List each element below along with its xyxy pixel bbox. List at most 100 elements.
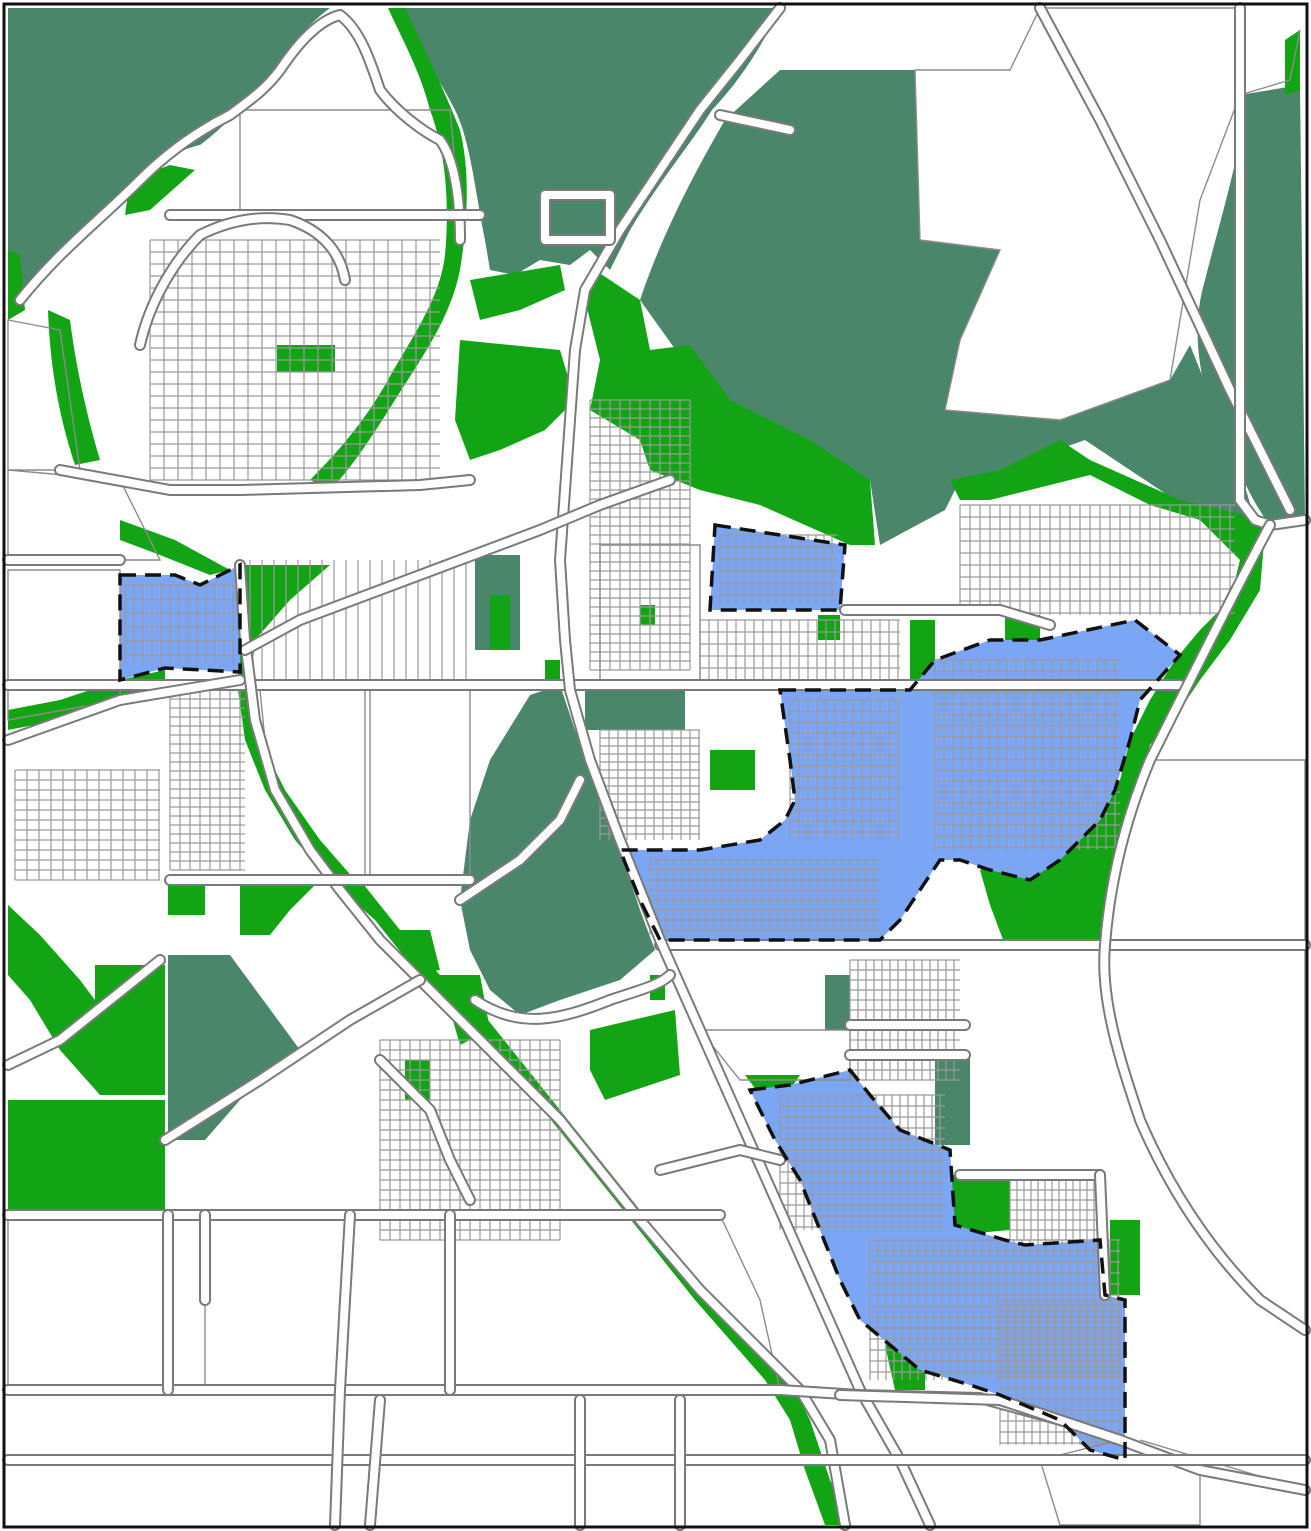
road-south-east-west-4-surface (836, 1391, 1309, 1494)
greenway-southwest-block (8, 1100, 165, 1215)
road-south-ew-5-surface (656, 1146, 784, 1174)
parcel-south-mid-1 (698, 1029, 851, 1081)
road-east-horizontal-surface (841, 606, 1054, 629)
road-southwest-diag-surface (4, 956, 164, 1069)
road-south-vertical-3-surface (366, 1396, 384, 1529)
road-central-north-south-surface (331, 1211, 354, 1529)
parcel-ne-strip (1239, 29, 1301, 96)
greenway-lot-d (440, 975, 490, 1045)
lots-west-subdivision (124, 584, 235, 665)
road-east-south-vert (1094, 1169, 1111, 1301)
road-north-diagonal (554, 2, 936, 1531)
road-west-north-south (234, 559, 851, 1531)
lots-ne-subdivision (959, 504, 1235, 615)
lots-east-b-lines (934, 659, 1120, 850)
road-central-loop-surface (376, 1056, 474, 1204)
greenway-lot-a (168, 880, 205, 915)
road-main-east-west-west (2, 674, 246, 746)
road-west-north-south-surface (236, 561, 849, 1529)
road-central-loop (374, 1054, 476, 1206)
greenway-north-ridge (585, 270, 875, 545)
lots-south-b-lines (869, 1239, 1120, 1380)
road-southwest-diag (2, 954, 166, 1071)
road-south-vertical-3 (364, 1394, 386, 1531)
greenway-north-stream (470, 265, 565, 320)
lots-central-north-lines (589, 399, 691, 671)
lots-nw-subdivision-lines (149, 239, 440, 481)
greenway-lot-l (640, 605, 655, 625)
lots-ne-subdivision-lines (959, 504, 1235, 615)
road-northwest-loop-surface (16, 11, 464, 304)
lots-central-west-lines (169, 689, 245, 871)
lots-west-circle-lines (14, 769, 160, 881)
road-central-east-west-b-surface (471, 971, 674, 1023)
preserve-central (460, 685, 655, 1015)
lots-east-c-lines (649, 859, 880, 935)
road-central-angle (454, 774, 586, 906)
greenway-east-south (945, 1175, 1010, 1235)
road-north-east-diag-surface (1036, 4, 1294, 514)
lots-east-a-lines (789, 699, 900, 840)
lots-east-a (789, 699, 900, 840)
lots-central-north (589, 399, 691, 671)
lots-west-circle (14, 769, 160, 881)
road-northwest-loop (14, 9, 466, 306)
boundary-north-central (708, 522, 847, 612)
road-east-horizontal (839, 604, 1056, 631)
road-main-east-west-west-surface (4, 676, 244, 744)
road-north-stub (714, 109, 796, 136)
road-south-east-west-4 (834, 1389, 1311, 1496)
road-east-north-south-surface (1236, 4, 1309, 529)
lots-nw-subdivision (149, 239, 440, 481)
road-central-angle-surface (456, 776, 584, 904)
road-east-curve-surface (1100, 521, 1309, 1334)
preserve-far-east (1197, 85, 1305, 525)
road-west-grid-3-surface (136, 214, 349, 349)
lots-central-west (169, 689, 245, 871)
greenway-lot-j (818, 615, 840, 640)
road-north-stub-surface (716, 111, 794, 134)
road-south-ew-5 (654, 1144, 786, 1176)
boundary-south (747, 1068, 1127, 1463)
greenway-creek-west (48, 310, 100, 465)
lots-west-subdivision-lines (124, 584, 235, 665)
road-east-south-vert-surface (1096, 1171, 1109, 1299)
greenway-east-river (950, 440, 1265, 945)
road-east-curve (1098, 519, 1311, 1336)
road-east-north-south (1234, 2, 1311, 531)
preserve-north (390, 8, 780, 275)
greenway-lot-e (277, 345, 335, 372)
greenway-north-central (455, 340, 575, 460)
road-southwest-diag-2-surface (161, 976, 424, 1144)
lots-north-central-lines (719, 534, 838, 605)
road-north-central-diag (239, 474, 676, 656)
road-west-grid-2-surface (56, 466, 474, 494)
road-southwest-diag-2 (159, 974, 426, 1146)
road-west-grid-3 (134, 212, 351, 351)
boundary-west (118, 562, 242, 683)
greenway-lot-k (710, 750, 755, 790)
road-north-east-diag (1034, 2, 1296, 516)
greenway-south-block (590, 1010, 680, 1100)
dashed-boundaries (118, 522, 1183, 1463)
lots-east-b (934, 659, 1120, 850)
greenway-lot-g (545, 660, 560, 680)
road-north-diagonal-surface (556, 4, 934, 1529)
road-north-block (539, 189, 616, 246)
preserve-southwest (168, 955, 300, 1140)
road-west-grid-2 (54, 464, 476, 496)
lots-south-c-lines (999, 1299, 1121, 1445)
lots-south-c (999, 1299, 1121, 1445)
lots-south-b (869, 1239, 1120, 1380)
lots-north-central (719, 534, 838, 605)
greenway-lot-b (240, 880, 320, 935)
preserve-northeast (640, 70, 1255, 545)
road-central-east-west-b (469, 969, 676, 1025)
preserve-lot-central-east (585, 690, 685, 730)
boundary-east (617, 618, 1183, 942)
greenway-lot-f (490, 595, 510, 650)
